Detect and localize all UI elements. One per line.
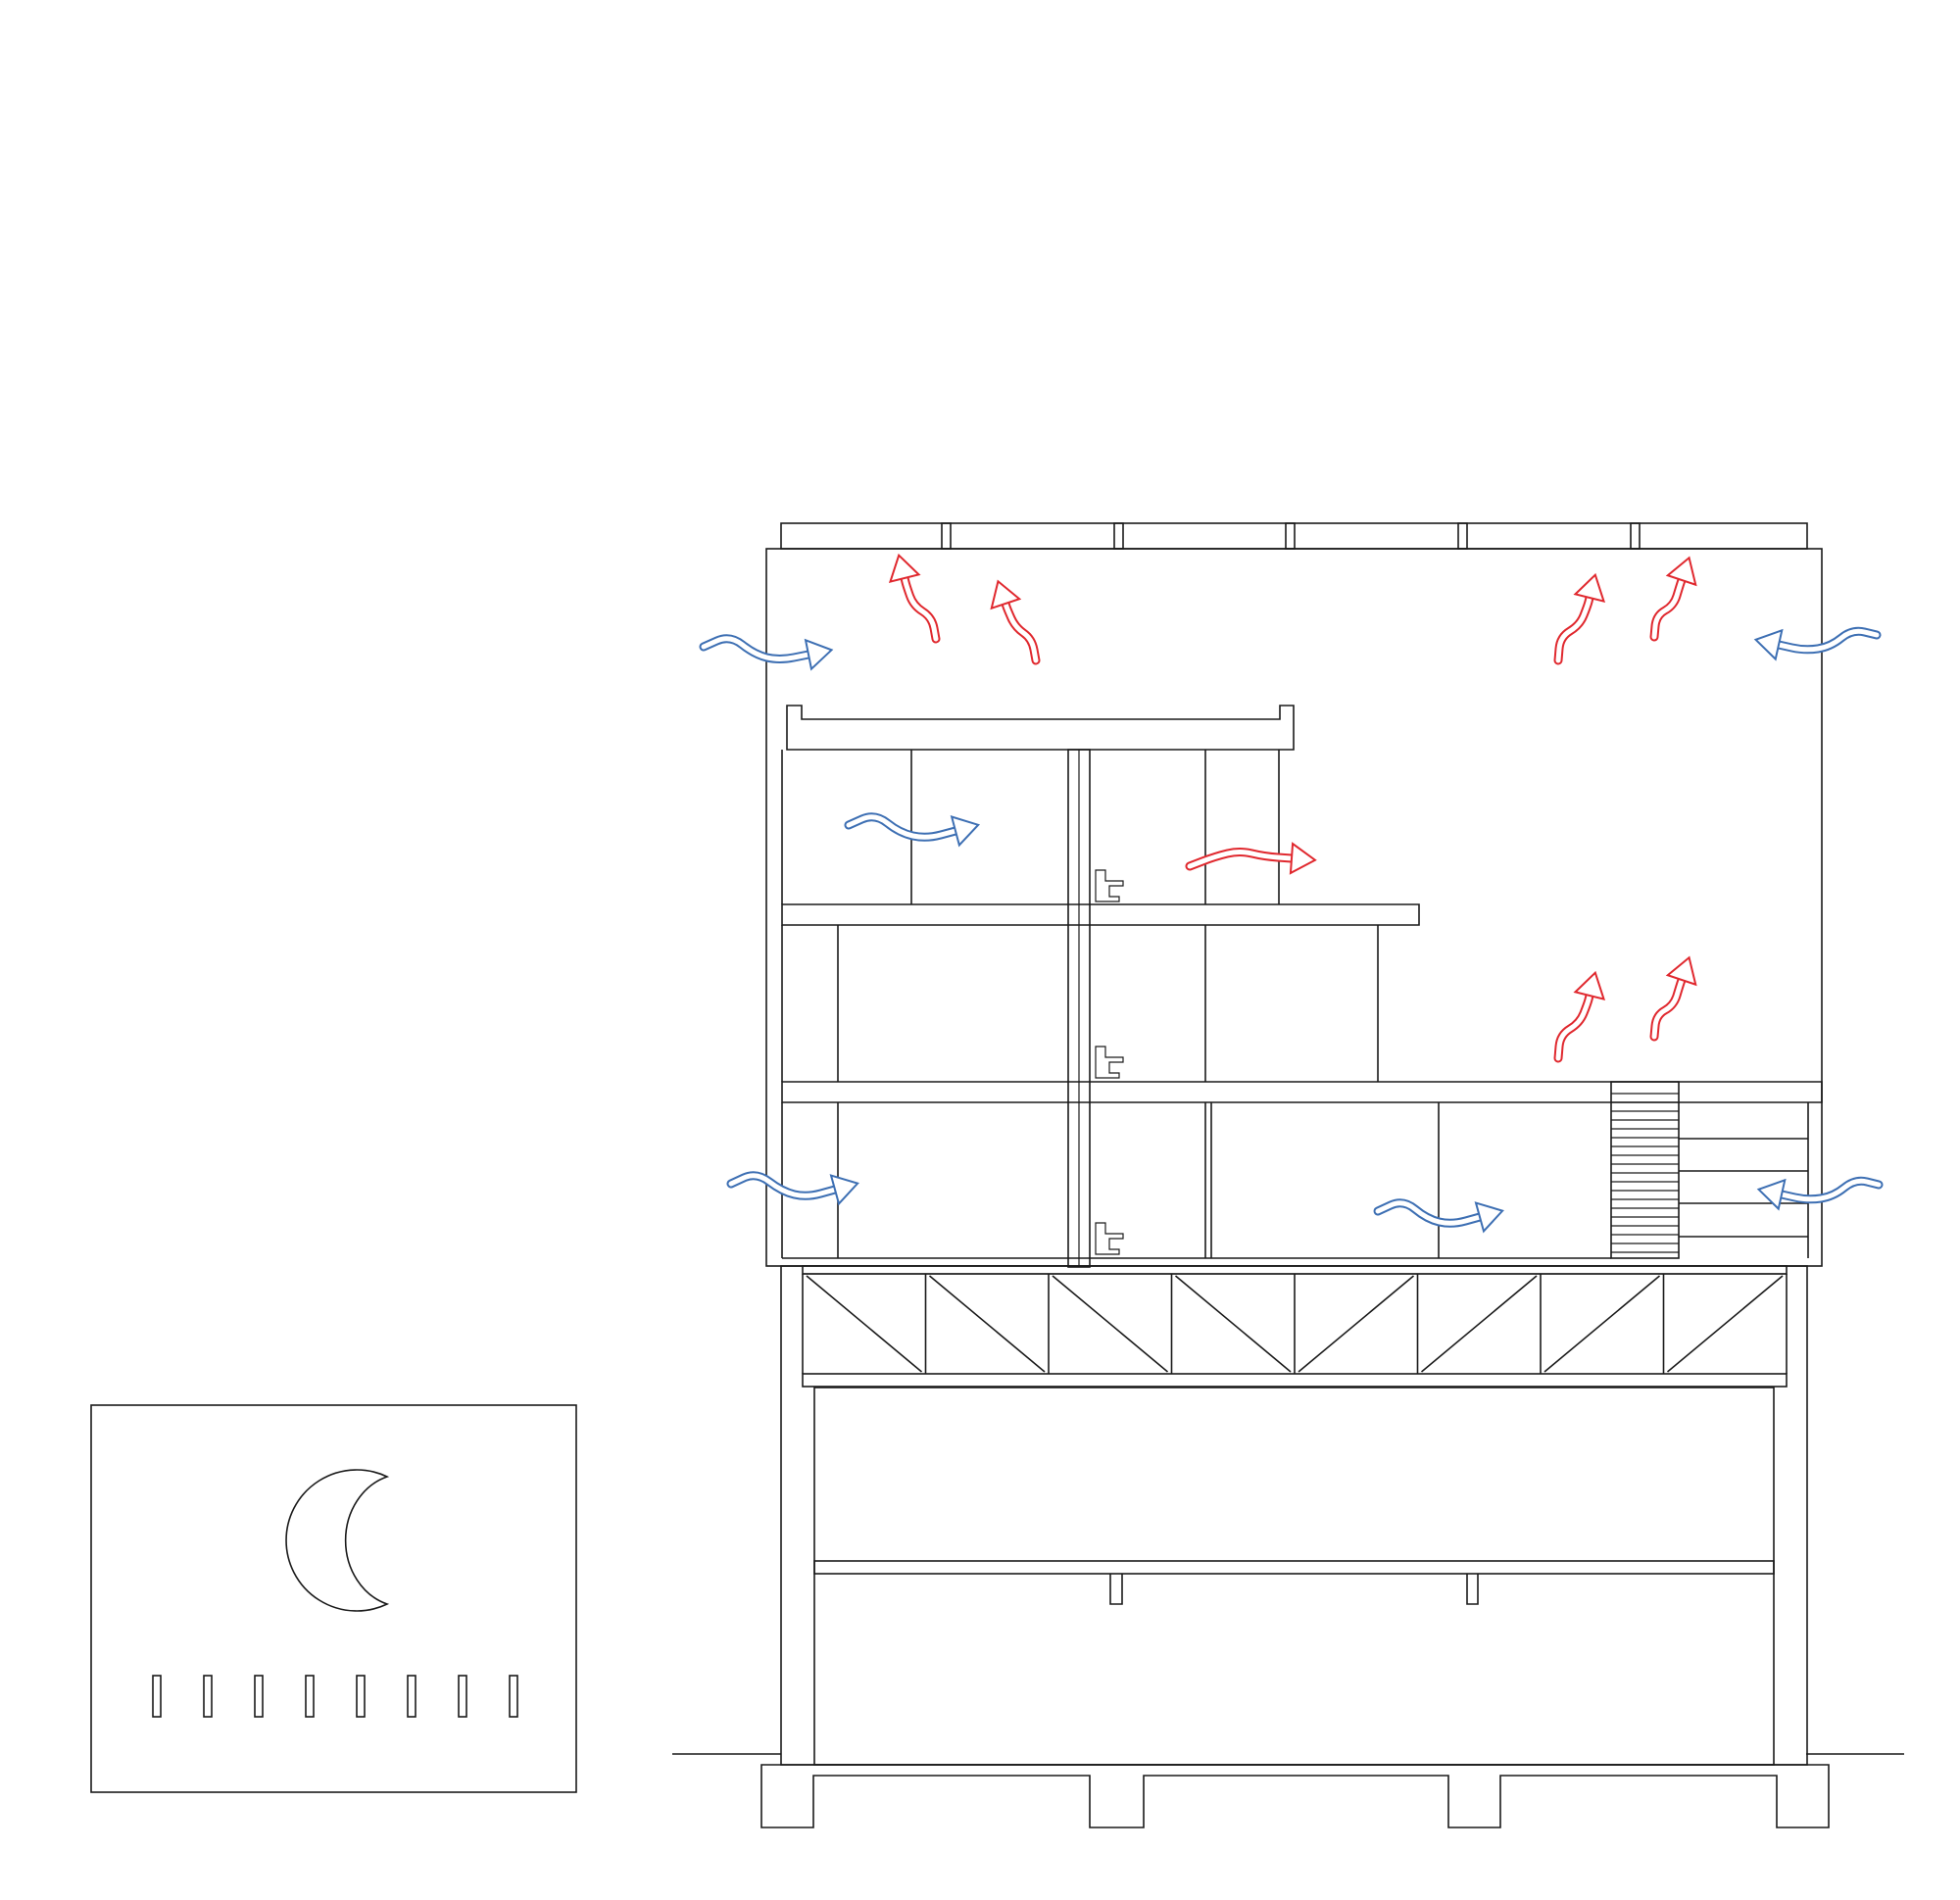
cool-air-inflow-roof-right bbox=[1753, 626, 1882, 661]
podium-floor-slab bbox=[813, 1560, 1775, 1575]
crescent-moon-icon bbox=[285, 1469, 390, 1612]
warm-air-outflow-mid-room bbox=[1185, 842, 1317, 875]
legend-marker bbox=[152, 1675, 162, 1718]
legend-marker bbox=[458, 1675, 467, 1718]
warm-air-outflow-roof-1 bbox=[888, 553, 941, 644]
legend-markers bbox=[152, 1675, 518, 1718]
legend-marker bbox=[356, 1675, 366, 1718]
roof-post bbox=[1457, 522, 1468, 550]
warm-air-outflow-atrium-1-fill bbox=[1555, 993, 1592, 1061]
warm-air-outflow-atrium-1-head bbox=[1573, 970, 1606, 1001]
warm-air-outflow-mid-room-fill bbox=[1187, 850, 1295, 869]
warm-air-outflow-atrium-2-fill bbox=[1651, 977, 1685, 1040]
roof-post bbox=[941, 522, 952, 550]
cool-air-inflow-low-right-head bbox=[1756, 1178, 1787, 1211]
truss-bottom-chord bbox=[802, 1373, 1788, 1388]
roof-post bbox=[1113, 522, 1124, 550]
floor-slab-1 bbox=[781, 1081, 1823, 1103]
toilet-icon bbox=[1095, 1222, 1124, 1255]
cool-air-inflow-low-room-fill bbox=[1375, 1200, 1483, 1226]
envelope-outer-wall bbox=[765, 548, 1823, 1267]
legend-frame bbox=[90, 1404, 577, 1793]
warm-air-outflow-roof-2-head bbox=[990, 579, 1022, 610]
warm-air-outflow-atrium-2-head bbox=[1665, 955, 1697, 987]
truss-diagonal bbox=[1420, 1275, 1538, 1373]
cool-air-inflow-low-right bbox=[1756, 1176, 1884, 1211]
warm-air-outflow-atrium-2 bbox=[1649, 955, 1697, 1042]
warm-air-outflow-roof-1-fill bbox=[902, 575, 939, 642]
toilet-fixtures bbox=[1095, 869, 1124, 1255]
night-legend-panel bbox=[90, 1404, 577, 1793]
beam-drop-1 bbox=[1109, 1574, 1123, 1605]
cool-air-inflow-top-room-head bbox=[950, 815, 981, 848]
ground-and-foundation bbox=[672, 1753, 1904, 1828]
air-flow-arrows bbox=[699, 553, 1884, 1234]
warm-air-outflow-roof-2 bbox=[990, 579, 1041, 665]
beam-drop-2 bbox=[1466, 1574, 1479, 1605]
warm-air-outflow-roof-4-head bbox=[1665, 556, 1697, 587]
warm-air-outflow-roof-2-fill bbox=[1003, 601, 1039, 663]
truss-diagonal bbox=[1666, 1275, 1784, 1373]
warm-air-outflow-atrium-1 bbox=[1553, 970, 1606, 1063]
stair-treads bbox=[1611, 1093, 1679, 1253]
cool-air-inflow-roof-left-fill bbox=[701, 636, 811, 661]
truss-diagonal bbox=[1298, 1275, 1415, 1373]
cool-air-inflow-roof-right-head bbox=[1753, 628, 1784, 661]
stair-landings bbox=[1679, 1102, 1809, 1258]
building-envelope bbox=[765, 522, 1823, 1267]
cool-air-inflow-low-room bbox=[1373, 1198, 1504, 1234]
warm-air-outflow-roof-3 bbox=[1553, 572, 1606, 665]
cool-air-inflow-roof-left bbox=[699, 634, 834, 671]
warm-air-outflow-roof-3-fill bbox=[1555, 595, 1592, 663]
warm-air-outflow-mid-room-head bbox=[1289, 842, 1317, 875]
cool-air-inflow-top-room bbox=[844, 812, 981, 848]
truss-diagonal bbox=[1174, 1275, 1292, 1373]
legend-marker bbox=[305, 1675, 315, 1718]
legend-marker bbox=[203, 1675, 213, 1718]
toilet-icon bbox=[1095, 869, 1124, 902]
cool-air-inflow-low-left-fill bbox=[728, 1173, 838, 1198]
truss-diagonal bbox=[1052, 1275, 1169, 1373]
warm-air-outflow-roof-4-fill bbox=[1651, 577, 1685, 640]
floor-slab-2 bbox=[781, 903, 1420, 926]
inner-building-block bbox=[781, 705, 1823, 1268]
legend-marker bbox=[509, 1675, 518, 1718]
truss-diagonal bbox=[1544, 1275, 1661, 1373]
podium-inner-wall bbox=[813, 1387, 1775, 1766]
foundation-slab bbox=[760, 1764, 1830, 1828]
cool-air-inflow-top-room-fill bbox=[846, 814, 958, 840]
legend-marker bbox=[407, 1675, 416, 1718]
inner-roof-slab bbox=[786, 705, 1295, 751]
truss-diagonal bbox=[928, 1275, 1046, 1373]
cool-air-inflow-low-left bbox=[726, 1171, 859, 1206]
cool-air-inflow-roof-left-head bbox=[804, 638, 834, 671]
cool-air-inflow-low-left-head bbox=[829, 1174, 859, 1206]
cool-air-inflow-low-right-fill bbox=[1779, 1178, 1882, 1202]
warm-air-outflow-roof-4 bbox=[1649, 556, 1697, 642]
truss-diagonal bbox=[806, 1275, 923, 1373]
truss-webs bbox=[802, 1274, 1788, 1374]
roof-posts bbox=[941, 522, 1641, 550]
legend-marker bbox=[254, 1675, 264, 1718]
warm-air-outflow-roof-1-head bbox=[888, 553, 921, 584]
truss-top-chord bbox=[802, 1265, 1788, 1275]
warm-air-outflow-roof-3-head bbox=[1573, 572, 1606, 604]
truss-deck bbox=[802, 1265, 1788, 1388]
roof-post bbox=[1285, 522, 1296, 550]
toilet-icon bbox=[1095, 1046, 1124, 1079]
cool-air-inflow-low-room-head bbox=[1474, 1201, 1504, 1234]
stair-core bbox=[1610, 1081, 1680, 1259]
cool-air-inflow-roof-right-fill bbox=[1776, 628, 1880, 653]
roof-post bbox=[1630, 522, 1641, 550]
